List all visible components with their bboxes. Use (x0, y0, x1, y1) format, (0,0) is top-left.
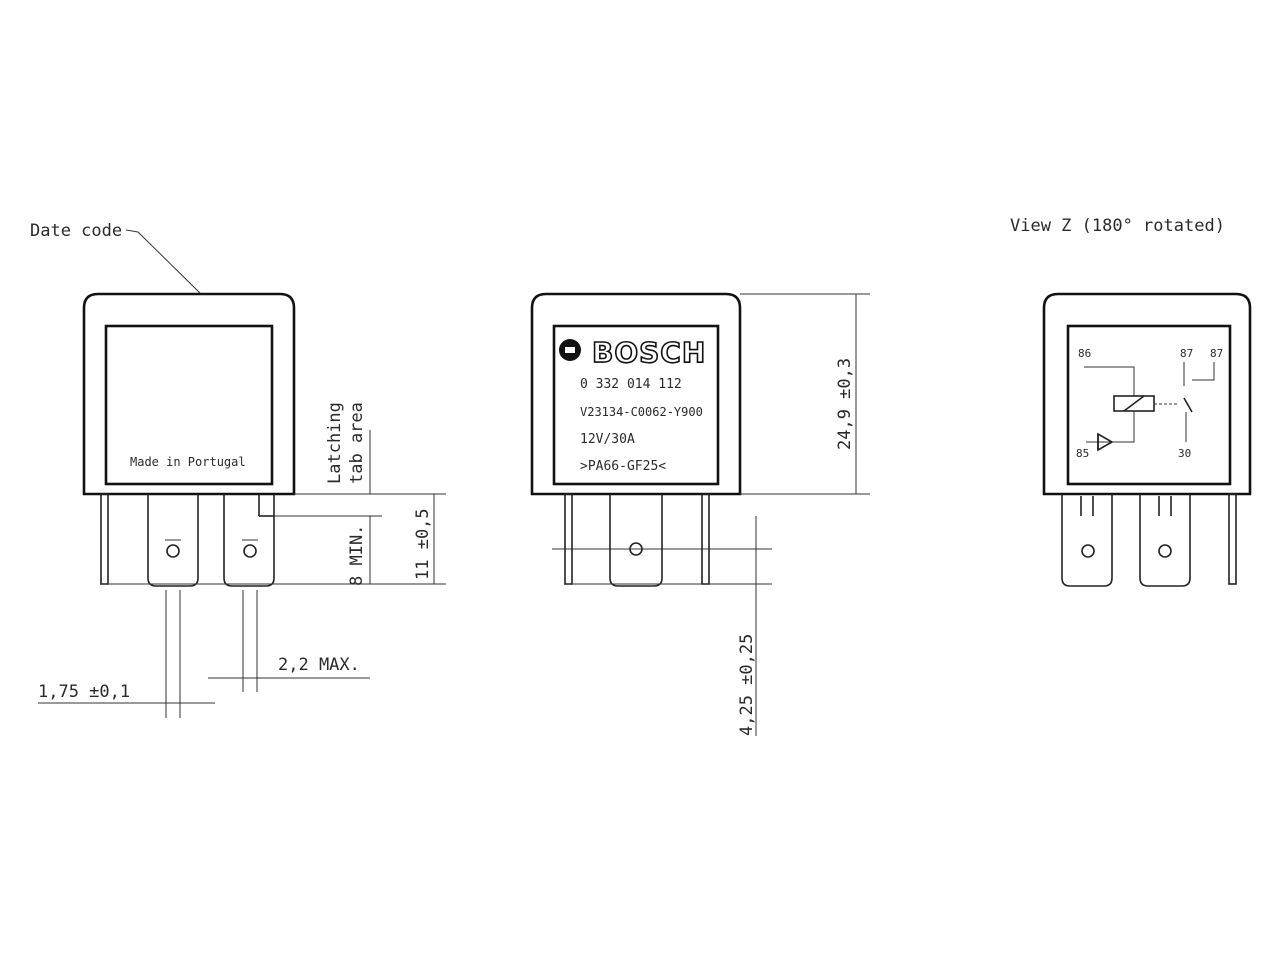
left-view: Date code Made in Portugal 1,75 ±0,1 2,2… (30, 221, 446, 718)
date-code-label: Date code (30, 221, 122, 241)
pin-right-1 (1061, 494, 1113, 587)
dim-pin-length: 11 ±0,5 (413, 508, 433, 580)
pin-87b-label: 87 (1210, 347, 1223, 360)
material-text: >PA66-GF25< (580, 459, 666, 474)
pin-right-2 (1139, 494, 1191, 587)
pin-hole-right-2 (1158, 544, 1172, 558)
pin-87a-label: 87 (1180, 347, 1193, 360)
switch-contact (1183, 397, 1193, 413)
relay-schematic: 86 87 87 85 30 (1076, 347, 1223, 460)
dim-height: 24,9 ±0,3 (835, 358, 855, 450)
dim-min-length: 8 MIN. (347, 525, 367, 586)
pin-left-thin (100, 493, 109, 585)
pin-30-label: 30 (1178, 447, 1191, 460)
code-text: V23134-C0062-Y900 (580, 405, 703, 419)
rating-text: 12V/30A (580, 432, 635, 447)
date-code-leader (125, 229, 201, 294)
pin-middle-right (701, 493, 710, 585)
dim-tab-width: 1,75 ±0,1 (38, 682, 130, 702)
relay-body-right (1042, 292, 1252, 496)
view-z-label: View Z (180° rotated) (1010, 216, 1225, 236)
pin-left-2 (223, 494, 275, 587)
label-window-left (104, 324, 274, 486)
dim-offset: 4,25 ±0,25 (737, 634, 757, 736)
pin-hole-1 (166, 544, 180, 558)
pin-middle-center (609, 494, 663, 587)
pin-right-thin (1228, 493, 1237, 585)
schematic-window (1066, 324, 1232, 486)
right-view: View Z (180° rotated) 86 87 87 85 30 (1010, 216, 1252, 587)
pin-85-label: 85 (1076, 447, 1089, 460)
pin-left-1 (147, 494, 199, 587)
pin-hole-right-1 (1081, 544, 1095, 558)
pin-hole-2 (243, 544, 257, 558)
latching-label-line2: tab area (347, 402, 367, 484)
relay-body-middle (530, 292, 742, 496)
pin-86-label: 86 (1078, 347, 1091, 360)
brand-text: BOSCH (592, 336, 706, 369)
label-plate (552, 324, 720, 486)
middle-view: BOSCH 0 332 014 112 V23134-C0062-Y900 12… (530, 292, 870, 736)
made-in-text: Made in Portugal (130, 455, 246, 469)
latching-label-line1: Latching (325, 402, 345, 484)
part-number: 0 332 014 112 (580, 377, 682, 392)
pin-middle-left (564, 493, 573, 585)
relay-body-left (82, 292, 296, 496)
dim-max-thickness: 2,2 MAX. (278, 655, 360, 675)
